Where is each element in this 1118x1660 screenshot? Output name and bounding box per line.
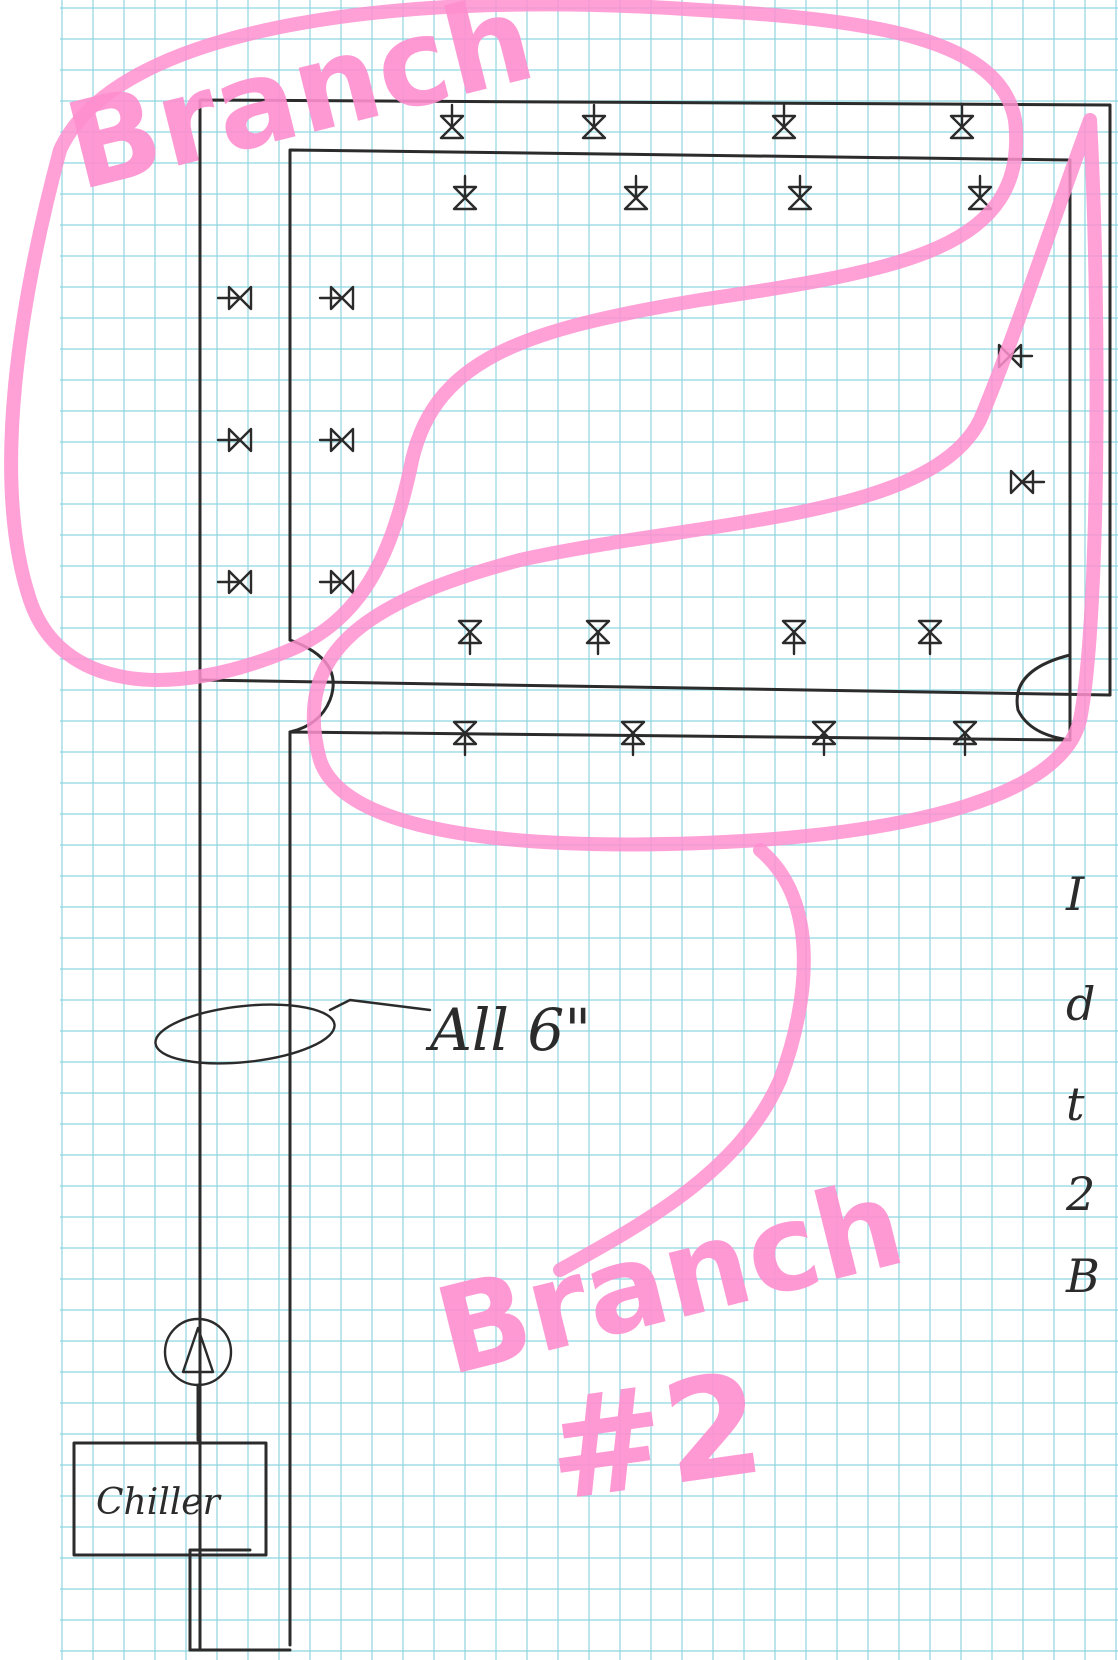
- branch-1-marker-label: Branch: [53, 0, 546, 218]
- pipe-size-callout: All 6": [154, 996, 591, 1065]
- highlighter-annotations: [4, 0, 1104, 1277]
- valve-symbol: [620, 720, 646, 757]
- margin-fragment-5: B: [1065, 1249, 1100, 1303]
- supply-pipe-inner: [288, 148, 1072, 1647]
- margin-fragment-1: I: [1065, 867, 1085, 921]
- margin-note: I d t 2 B: [1065, 867, 1100, 1303]
- crossover-arc-right: [1015, 653, 1072, 742]
- valve-symbol: [216, 285, 253, 311]
- valve-symbol: [318, 427, 355, 453]
- valve-symbol: [457, 619, 483, 656]
- pump-symbol: [163, 1317, 233, 1442]
- valve-symbol: [967, 174, 993, 211]
- supply-pipe-outer: [198, 98, 1112, 1652]
- chiller-lead-pipe: [188, 1548, 252, 1652]
- branch-2-marker-number: #2: [537, 1342, 772, 1533]
- branch-2-loop: [306, 113, 1104, 852]
- pipe-network: [188, 98, 1112, 1652]
- margin-fragment-4: 2: [1065, 1167, 1095, 1221]
- valve-symbol: [952, 720, 978, 757]
- margin-fragment-3: t: [1066, 1077, 1085, 1131]
- valve-symbol: [781, 619, 807, 656]
- valve-symbol: [1009, 469, 1046, 495]
- valve-symbol: [318, 285, 355, 311]
- branch-2-tail: [553, 843, 811, 1277]
- branch-1-loop: [4, 0, 1024, 687]
- valve-symbol: [787, 174, 813, 211]
- valve-symbol: [216, 427, 253, 453]
- valve-group: [216, 103, 1046, 757]
- valve-symbol: [585, 619, 611, 656]
- chiller-label: Chiller: [96, 1482, 222, 1523]
- valve-symbol: [581, 103, 607, 140]
- valve-symbol: [216, 569, 253, 595]
- middle-header-pipe: [198, 678, 1112, 697]
- valve-symbol: [811, 720, 837, 757]
- valve-symbol: [949, 103, 975, 140]
- valve-symbol: [452, 720, 478, 757]
- valve-symbol: [623, 174, 649, 211]
- branch-labels: Branch Branch #2: [53, 0, 916, 1534]
- valve-symbol: [318, 569, 355, 595]
- pipe-size-note: All 6": [425, 996, 591, 1064]
- valve-symbol: [452, 174, 478, 211]
- chiller-box: Chiller: [72, 1441, 268, 1557]
- valve-symbol: [917, 619, 943, 656]
- margin-fragment-2: d: [1066, 977, 1095, 1031]
- valve-symbol: [771, 103, 797, 140]
- valve-symbol: [439, 103, 465, 140]
